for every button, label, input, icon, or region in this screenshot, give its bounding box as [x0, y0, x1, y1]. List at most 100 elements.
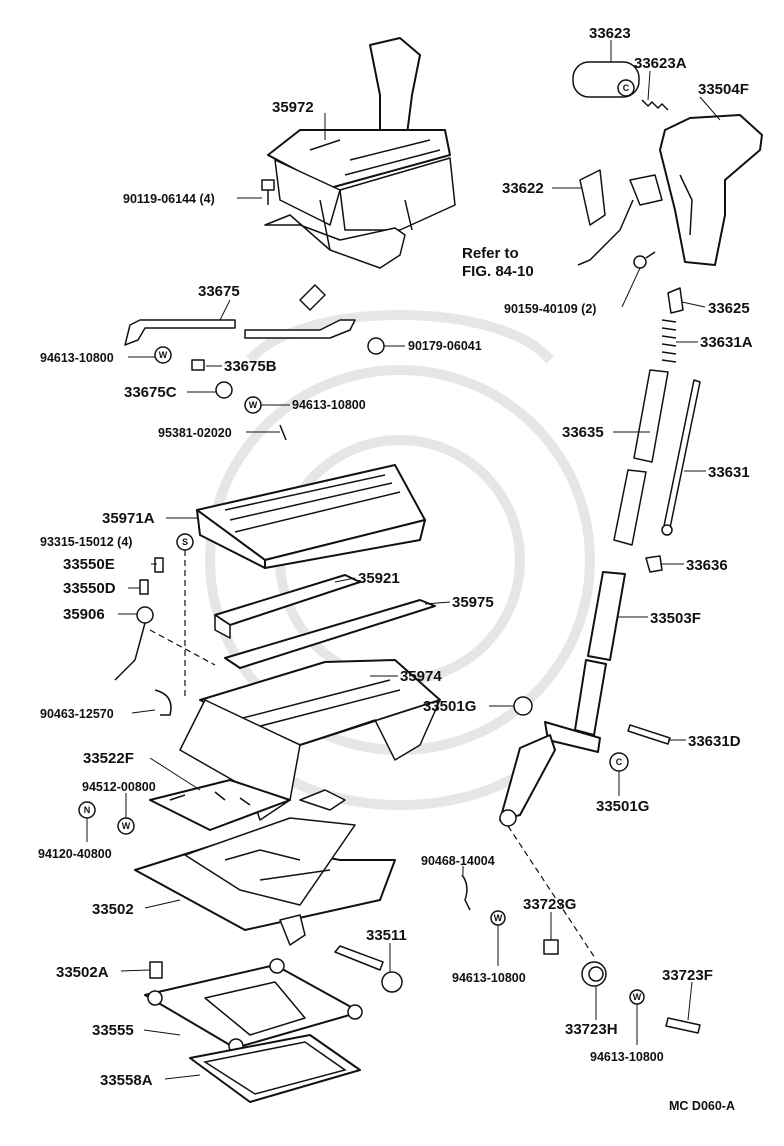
bushing-33675C	[215, 381, 233, 399]
label-33723G: 33723G	[523, 896, 576, 913]
pin-33631D	[627, 724, 671, 745]
washer-94613-b: W	[244, 396, 262, 414]
refer-text-line1: Refer to	[462, 245, 519, 262]
bushing-33501G-a	[513, 696, 533, 716]
clip-90468	[461, 874, 471, 911]
label-35971A: 35971A	[102, 510, 155, 527]
button-33623: C	[572, 61, 640, 98]
label-94613-c: 94613-10800	[452, 971, 526, 985]
label-94613-b: 94613-10800	[292, 398, 366, 412]
svg-text:W: W	[249, 400, 258, 410]
label-35974: 35974	[400, 668, 442, 685]
label-95381: 95381-02020	[158, 426, 232, 440]
label-35906: 35906	[63, 606, 105, 623]
clip-90463	[154, 689, 172, 716]
washer-94613-a: W	[154, 346, 172, 364]
label-33631D: 33631D	[688, 733, 741, 750]
washer-94613-d: W	[629, 989, 645, 1005]
bolt-33723F	[665, 1017, 701, 1034]
label-33675: 33675	[198, 283, 240, 300]
svg-text:C: C	[616, 757, 623, 767]
label-33723H: 33723H	[565, 1021, 618, 1038]
svg-text:S: S	[182, 537, 188, 547]
svg-text:W: W	[159, 350, 168, 360]
label-33550D: 33550D	[63, 580, 116, 597]
screw-90159	[633, 251, 656, 269]
label-90159: 90159-40109 (2)	[504, 302, 596, 316]
svg-text:C: C	[623, 83, 630, 93]
label-33636: 33636	[686, 557, 728, 574]
trim-33622	[579, 169, 606, 226]
bolt-90119	[261, 179, 275, 205]
label-93315: 93315-15012 (4)	[40, 535, 132, 549]
bushing-33501G-b: C	[609, 752, 629, 772]
push-rod-33635	[613, 369, 669, 546]
label-33558A: 33558A	[100, 1072, 153, 1089]
label-33623: 33623	[589, 25, 631, 42]
label-33501G-b: 33501G	[596, 798, 649, 815]
label-35975: 35975	[452, 594, 494, 611]
label-33550E: 33550E	[63, 556, 115, 573]
spring-33623A	[641, 99, 669, 111]
pin-33625	[667, 287, 684, 314]
label-33675B: 33675B	[224, 358, 277, 375]
label-33511: 33511	[366, 927, 407, 944]
screw-93315: S	[176, 533, 194, 551]
bulb-33550D	[139, 579, 149, 595]
label-33502A: 33502A	[56, 964, 109, 981]
bushing-33723G	[543, 939, 559, 955]
label-33631A: 33631A	[700, 334, 753, 351]
svg-text:N: N	[84, 805, 91, 815]
label-90468: 90468-14004	[421, 854, 495, 868]
rod-33675	[124, 319, 356, 346]
label-94120: 94120-40800	[38, 847, 112, 861]
bushing-33502A	[149, 961, 163, 979]
label-35921: 35921	[358, 570, 400, 587]
nut-94120: N	[78, 801, 96, 819]
bushing-33723H	[581, 961, 607, 987]
switch-harness	[577, 174, 663, 266]
socket-35906	[114, 606, 154, 681]
spring-33631A	[661, 319, 677, 363]
svg-text:W: W	[633, 992, 642, 1002]
label-33503F: 33503F	[650, 610, 701, 627]
nut-90179	[367, 337, 385, 355]
callout-labels: 35972 90119-06144 (4) 33675 94613-10800 …	[38, 25, 753, 1113]
dust-cover-35975	[224, 599, 436, 669]
console-cover-35971A	[196, 464, 426, 569]
bolt-33511	[334, 945, 403, 993]
slide-plate-35921	[214, 574, 361, 639]
rod-33631	[661, 379, 701, 536]
label-90463: 90463-12570	[40, 707, 114, 721]
cap-33675B	[191, 359, 205, 371]
label-33522F: 33522F	[83, 750, 134, 767]
svg-text:W: W	[494, 913, 503, 923]
label-90119: 90119-06144 (4)	[123, 192, 215, 206]
label-33504F: 33504F	[698, 81, 749, 98]
knob-33504F	[659, 114, 763, 266]
leader-lines	[86, 40, 721, 1080]
clip-94512: W	[117, 817, 135, 835]
label-33622: 33622	[502, 180, 544, 197]
pin-95381	[279, 424, 287, 441]
shift-bracket-33502	[134, 789, 396, 946]
label-33555: 33555	[92, 1022, 134, 1039]
label-33635: 33635	[562, 424, 604, 441]
label-94512: 94512-00800	[82, 780, 156, 794]
label-33625: 33625	[708, 300, 750, 317]
label-33631: 33631	[708, 464, 750, 481]
label-35972: 35972	[272, 99, 314, 116]
indicator-housing-35972	[264, 37, 456, 311]
bulb-33550E	[154, 557, 164, 573]
label-90179: 90179-06041	[408, 339, 482, 353]
lever-33503F	[499, 571, 626, 827]
refer-text-line2: FIG. 84-10	[462, 263, 534, 280]
plate-33522F	[149, 779, 291, 831]
label-94613-a: 94613-10800	[40, 351, 114, 365]
bushing-33636	[645, 555, 663, 573]
svg-text:W: W	[122, 821, 131, 831]
label-33723F: 33723F	[662, 967, 713, 984]
diagram-code: MC D060-A	[669, 1099, 735, 1113]
label-94613-d: 94613-10800	[590, 1050, 664, 1064]
